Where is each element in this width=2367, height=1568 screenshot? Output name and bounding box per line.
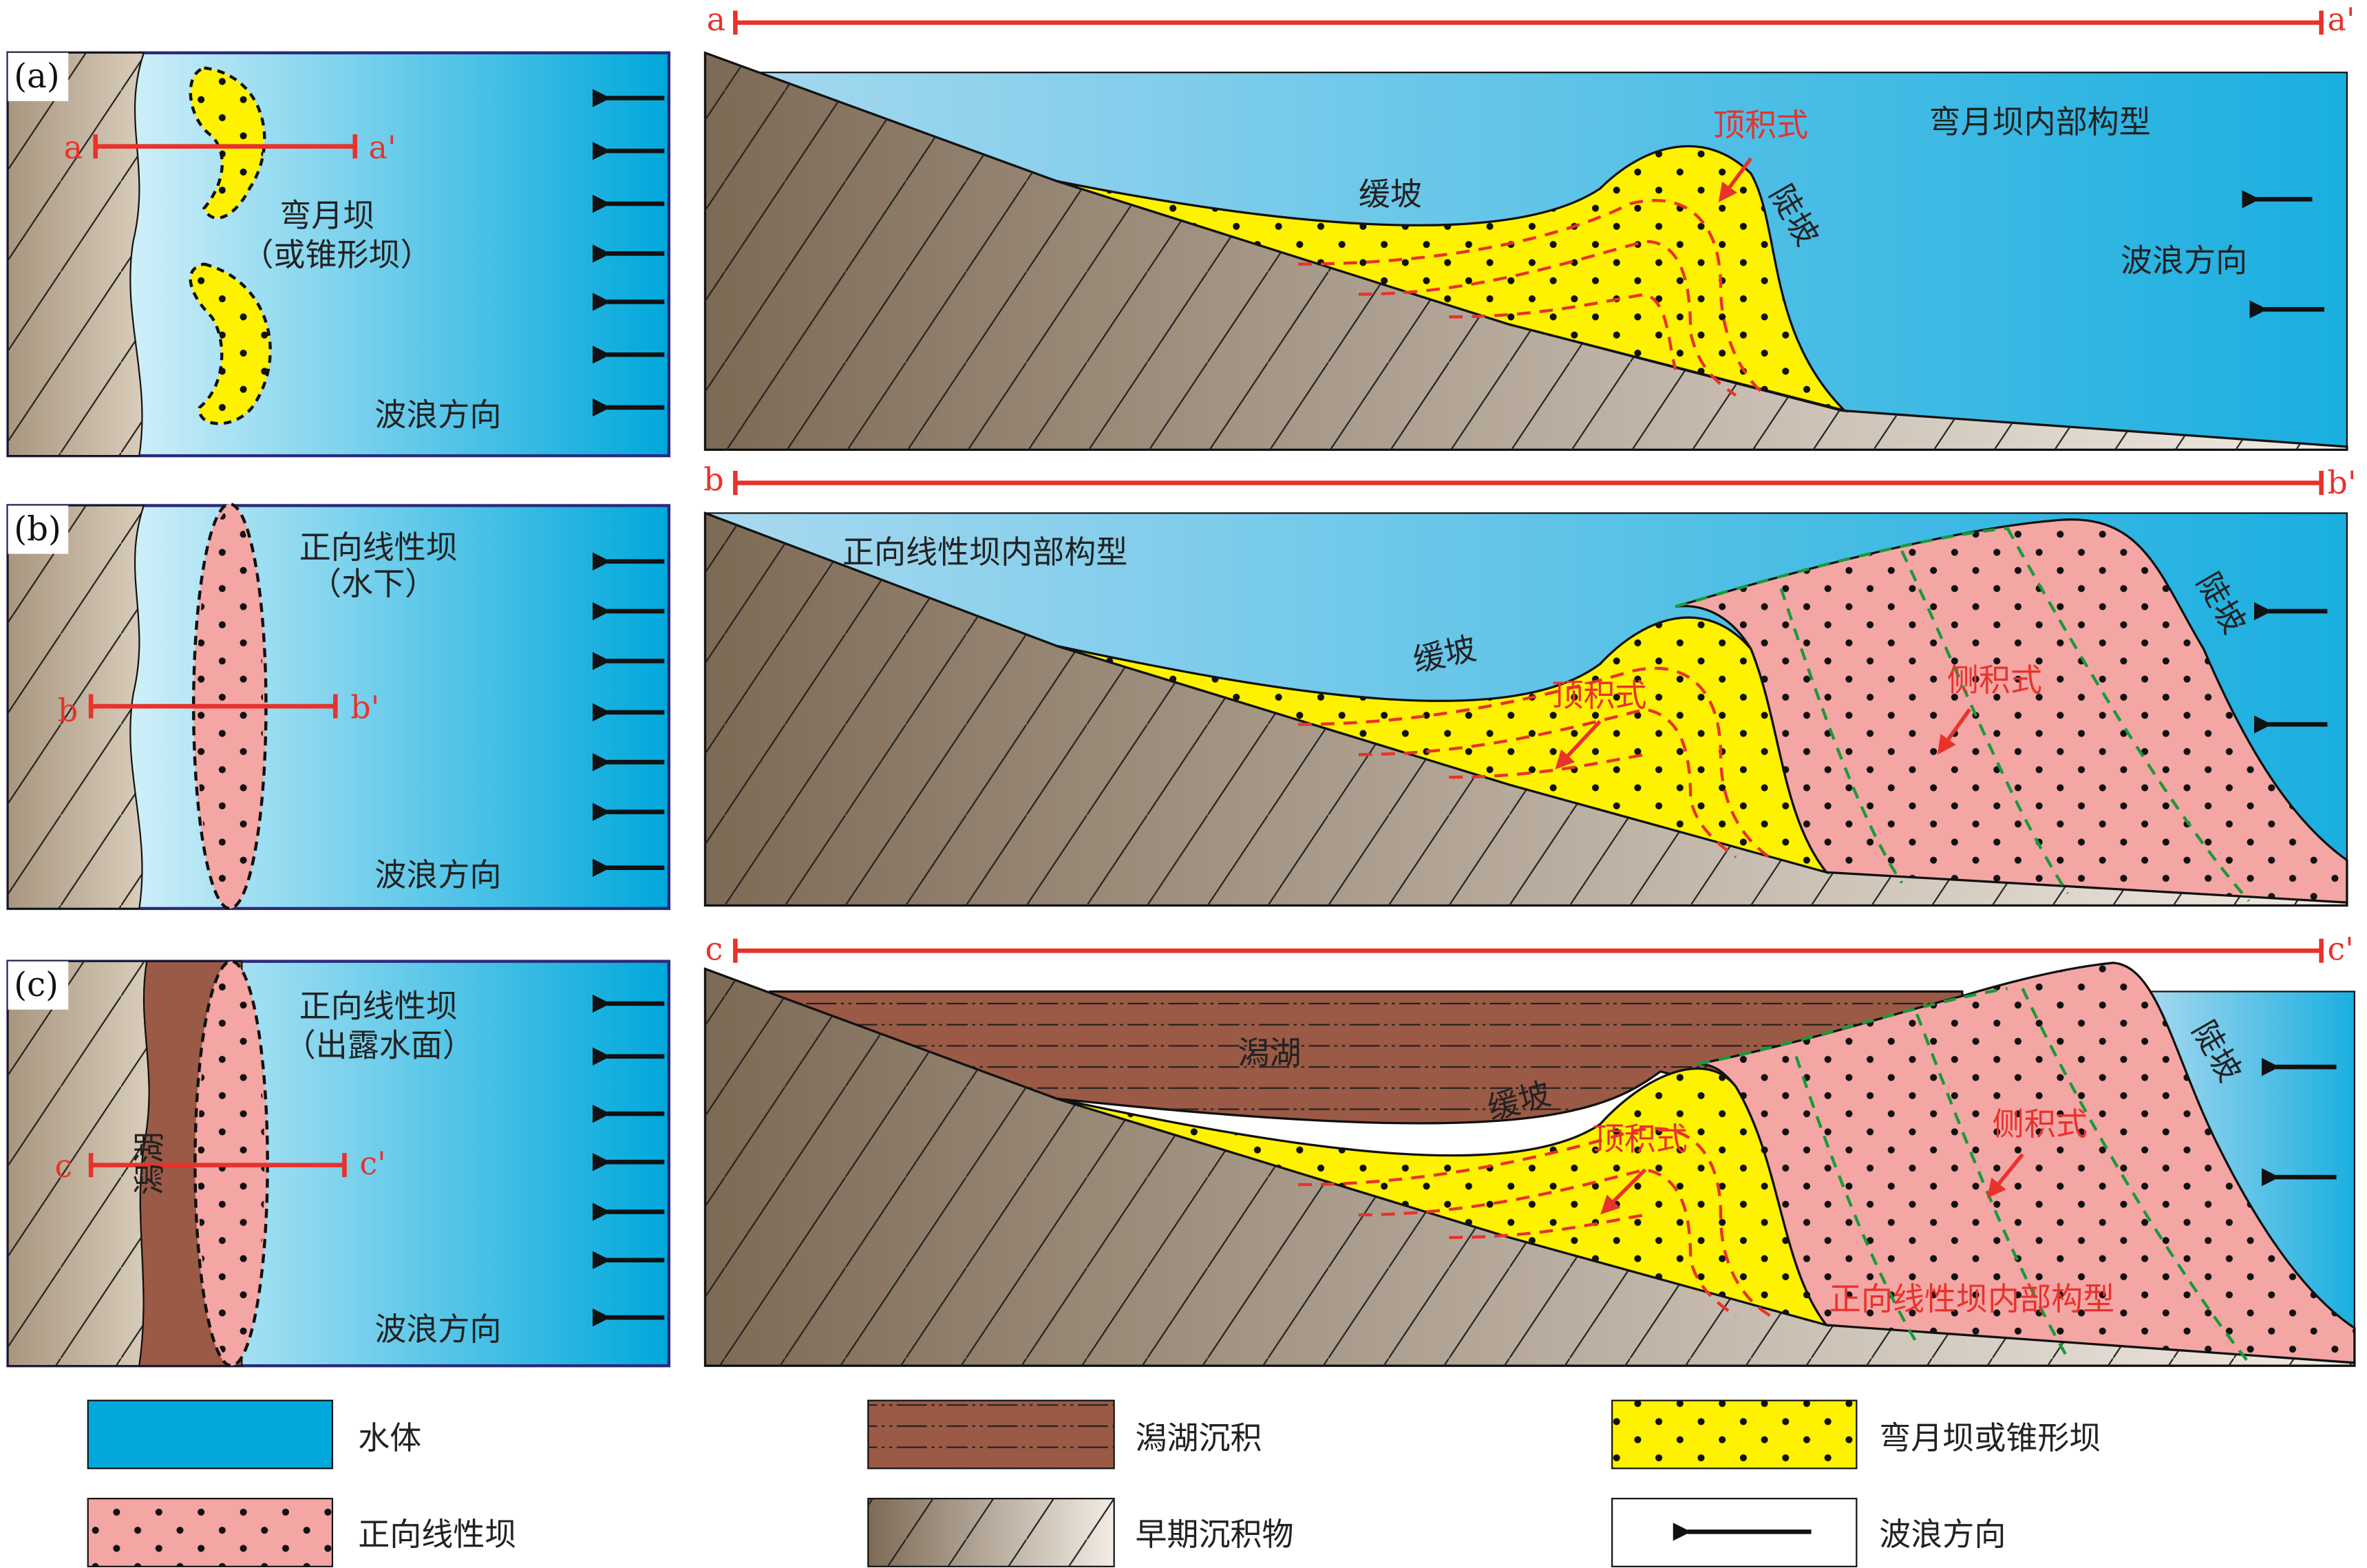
legend-label: 正向线性坝 bbox=[358, 1516, 516, 1553]
section-a-start: a bbox=[64, 129, 83, 166]
panel-b-map: (b) b b' 正向线性坝 （水下） 波浪方向 bbox=[6, 502, 671, 911]
panel-tag-b: (b) bbox=[14, 510, 61, 549]
legend-item-early-sediment: 早期沉积物 bbox=[867, 1498, 1293, 1567]
legend-label: 水体 bbox=[358, 1419, 421, 1456]
section-b-end: b' bbox=[350, 689, 379, 726]
topset-label: 顶积式 bbox=[1551, 677, 1646, 714]
section-b-start: b bbox=[58, 692, 78, 729]
lateral-accretion-label: 侧积式 bbox=[1993, 1105, 2088, 1143]
linear-bar-sublabel: （出露水面） bbox=[284, 1027, 474, 1064]
section-c-start: c bbox=[55, 1147, 73, 1185]
panel-tag-c: (c) bbox=[14, 966, 59, 1004]
gentle-slope-label: 缓坡 bbox=[1359, 176, 1422, 213]
wave-direction-label: 波浪方向 bbox=[374, 856, 501, 893]
panel-c-section: c c' 潟湖 缓坡 顶积式 侧积式 正向线性坝内部构型 陡坡 bbox=[703, 930, 2356, 1367]
topset-label: 顶积式 bbox=[1593, 1121, 1688, 1158]
legend: 水体 潟湖沉积 弯月坝或锥形坝 正向线性坝 早期沉积物 波浪方向 bbox=[87, 1399, 2101, 1567]
lagoon-label: 潟湖 bbox=[1238, 1035, 1301, 1072]
legend-item-lagoon: 潟湖沉积 bbox=[867, 1399, 1262, 1470]
wave-direction-label: 波浪方向 bbox=[374, 1311, 501, 1348]
legend-item-crescent-bar: 弯月坝或锥形坝 bbox=[1611, 1399, 2101, 1470]
wave-direction-label-right: 波浪方向 bbox=[2121, 242, 2247, 279]
legend-item-wave-direction: 波浪方向 bbox=[1611, 1498, 2006, 1567]
panel-a-map: (a) a a' 弯月坝 （或锥形坝） 波浪方向 bbox=[6, 51, 671, 458]
section-title: 弯月坝内部构型 bbox=[1929, 103, 2151, 140]
legend-item-water: 水体 bbox=[87, 1399, 421, 1470]
section-line-a bbox=[93, 134, 358, 159]
section-c-end-right: c' bbox=[2327, 930, 2353, 967]
legend-label: 潟湖沉积 bbox=[1135, 1419, 1262, 1456]
linear-bar-label: 正向线性坝 bbox=[299, 988, 458, 1025]
crescent-bar-sublabel: （或锥形坝） bbox=[242, 236, 432, 273]
section-title: 正向线性坝内部构型 bbox=[842, 533, 1127, 571]
legend-label: 早期沉积物 bbox=[1135, 1516, 1293, 1553]
section-c-start-right: c bbox=[705, 930, 723, 967]
legend-label: 弯月坝或锥形坝 bbox=[1879, 1419, 2101, 1456]
linear-bar-label: 正向线性坝 bbox=[299, 529, 458, 566]
section-b-end-right: b' bbox=[2327, 464, 2356, 501]
section-a-end: a' bbox=[369, 129, 396, 166]
lagoon-label-vertical: 潟湖 bbox=[131, 1132, 168, 1195]
section-c-end: c' bbox=[359, 1145, 385, 1182]
panel-a-section: a a' 顶积式 弯月坝内部构型 缓坡 陡坡 波浪方向 bbox=[703, 1, 2355, 452]
panel-c-map: (c) c c' 潟湖 正向线性坝 （出露水面） 波浪方向 bbox=[6, 960, 671, 1368]
lateral-accretion-label: 侧积式 bbox=[1947, 661, 2042, 699]
wave-arrows bbox=[592, 89, 665, 417]
section-a-start-right: a bbox=[707, 1, 725, 38]
topset-label: 顶积式 bbox=[1713, 106, 1808, 143]
section-a-end-right: a' bbox=[2327, 1, 2355, 38]
linear-bar-sublabel: （水下） bbox=[310, 565, 436, 602]
legend-item-linear-bar: 正向线性坝 bbox=[87, 1498, 516, 1567]
section-title: 正向线性坝内部构型 bbox=[1829, 1280, 2114, 1317]
legend-label: 波浪方向 bbox=[1879, 1516, 2006, 1553]
panel-b-section: b b' 正向线性坝内部构型 缓坡 顶积式 侧积式 陡坡 bbox=[703, 461, 2357, 907]
panel-tag-a: (a) bbox=[14, 57, 59, 96]
section-b-start-right: b bbox=[703, 461, 723, 498]
crescent-bar-label: 弯月坝 bbox=[279, 197, 374, 234]
wave-direction-label: 波浪方向 bbox=[374, 396, 501, 433]
